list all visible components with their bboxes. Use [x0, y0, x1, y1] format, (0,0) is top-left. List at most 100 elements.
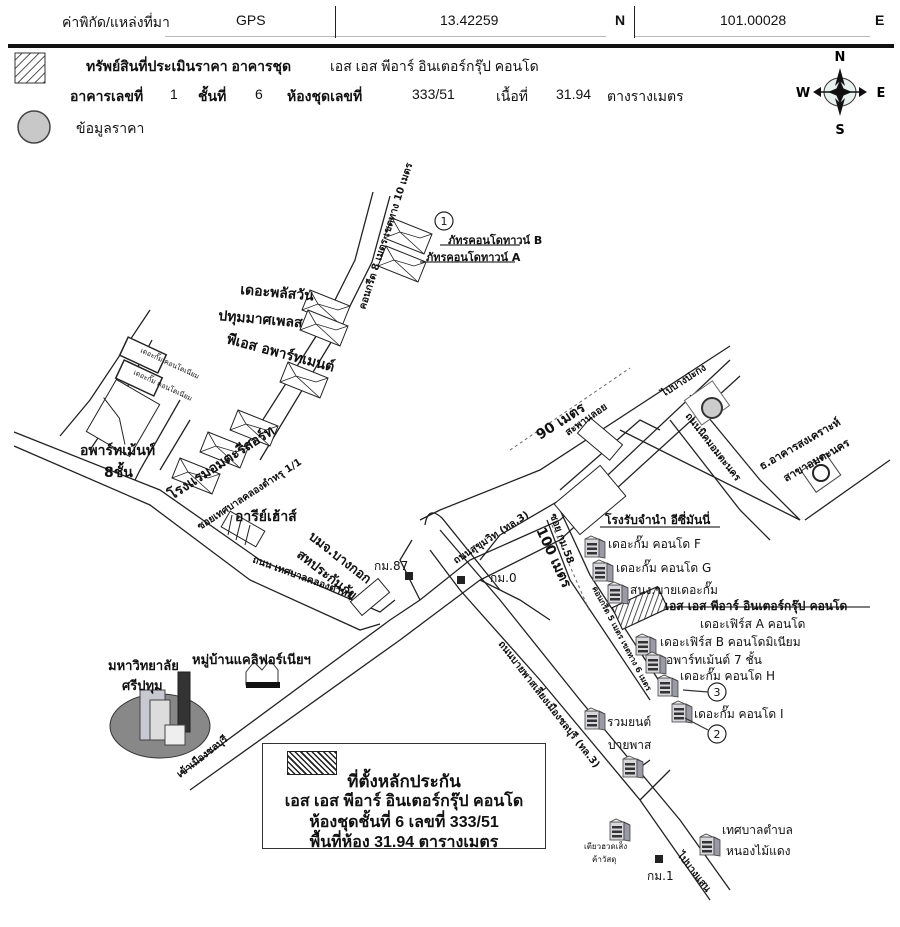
road-slip-b: [479, 579, 551, 621]
gh-bank-icon: [800, 453, 842, 493]
label-first-a: เดอะเฟิร์ส A คอนโด: [700, 617, 805, 631]
road-sukhumvit-loop: [399, 539, 421, 601]
label-ruamyon: รวมยนต์: [607, 715, 651, 729]
road-east-edge: [804, 459, 891, 521]
label-thekum-g: เดอะกั๊ม คอนโด G: [616, 559, 711, 575]
building-icon: [609, 818, 631, 842]
road-tessaban-south: [13, 445, 381, 631]
road-network: [13, 191, 891, 901]
latitude-dir: N: [615, 12, 626, 28]
header-divider: [634, 6, 635, 38]
price-data-legend-icon: [17, 110, 51, 144]
label-univ: มหาวิทยาลัย: [108, 659, 179, 674]
parcels: [220, 417, 627, 617]
label-village: หมู่บ้านแคลิฟอร์เนียฯ: [192, 652, 311, 668]
floor-number: 6: [255, 86, 263, 102]
label-thekum-i: เดอะกั๊ม คอนโด I: [694, 705, 784, 721]
area-unit: ตางรางเมตร: [607, 88, 684, 104]
coordinate-header: ค่าพิกัด/แหล่งที่มา GPS 13.42259 N 101.0…: [0, 0, 900, 42]
label-hardware2: ค้าวัสดุ: [592, 855, 616, 864]
label-km0: กม.0: [490, 571, 517, 585]
floor-label: ชั้นที่: [198, 88, 227, 104]
road-left-d: [159, 419, 191, 471]
subject-name: เอส เอส พีอาร์ อินเตอร์กรุ๊ป คอนโด: [330, 58, 539, 74]
compass-n: N: [835, 50, 846, 65]
label-thekum-f: เดอะกั๊ม คอนโด F: [608, 535, 701, 551]
ref-circle-2: [707, 724, 727, 744]
road-tessaban-north: [13, 431, 396, 613]
university-icon: [109, 671, 211, 759]
building-icon: [584, 707, 606, 731]
bank-icon: [683, 380, 731, 426]
roof-buildings: [85, 217, 433, 495]
label-phatara-b: ภัทรคอนโดทาวน์ B: [448, 233, 542, 247]
label-apt7: อพาร์ทเม้นต์ 7 ชั้น: [666, 651, 762, 667]
area-value: 31.94: [556, 86, 592, 102]
building-number: 1: [170, 86, 178, 102]
label-bypass: บายพาส: [608, 738, 652, 752]
road-east-inner: [619, 429, 801, 521]
label-ref-1: 1: [441, 215, 448, 228]
label-municipal: เทศบาลตำบล: [722, 823, 793, 837]
infobox-title: ที่ตั้งหลักประกัน: [347, 772, 461, 791]
label-phatara-a: ภัทรคอนโดทาวน์ A: [426, 250, 521, 264]
unit-number: 333/51: [412, 86, 455, 102]
lon-underline: [635, 36, 870, 37]
label-ref-3: 3: [714, 686, 721, 699]
infobox-area: พื้นที่ห้อง 31.94 ตารางเมตร: [309, 834, 499, 851]
price-data-label: ข้อมูลราคา: [76, 120, 145, 136]
compass-rose-icon: N S W E: [796, 50, 886, 136]
road-nikhom-east: [689, 394, 801, 521]
road-block-edge: [559, 419, 661, 491]
label-pathum: ปทุมมาศเพลส: [218, 308, 304, 331]
label-first-b: เดอะเฟิร์ส B คอนโดมิเนียม: [660, 635, 801, 649]
road-nikhom-west: [669, 419, 771, 541]
label-km1: กม.1: [647, 869, 674, 883]
label-apt8: อพาร์ทเม้นท์: [80, 442, 155, 459]
coord-source: GPS: [236, 12, 266, 28]
road-soi-km58-west: [546, 519, 651, 701]
road-bypass-spur-b: [639, 769, 671, 801]
infobox-unit: ห้องชุดชั้นที่ 6 เลขที่ 333/51: [309, 814, 499, 831]
label-univ2: ศรีปทุม: [122, 678, 163, 694]
header-rule: [8, 44, 894, 48]
source-underline: [165, 36, 335, 37]
hatch-legend-icon: [14, 52, 46, 84]
dist-90m-arrow: [509, 367, 631, 451]
dist-100m-arrow: [551, 524, 591, 613]
latitude-value: 13.42259: [440, 12, 499, 28]
label-ref-2: 2: [714, 728, 721, 741]
unit-label: ห้องชุดเลขที่: [287, 88, 363, 104]
label-aree: อารีย์เฮ้าส์: [235, 508, 297, 525]
longitude-value: 101.00028: [720, 12, 787, 28]
longitude-dir: E: [875, 12, 885, 28]
label-sales-office: สนง.ขายเดอะกั๊ม: [630, 581, 718, 597]
compass-e: E: [877, 86, 886, 101]
ref-circle-1: [434, 211, 454, 231]
coord-label: ค่าพิกัด/แหล่งที่มา: [62, 14, 170, 30]
label-plus-one: เดอะพลัสวัน: [240, 282, 315, 304]
header-divider: [335, 6, 336, 38]
building-icon: [607, 581, 629, 605]
road-slip-a: [479, 499, 561, 561]
collateral-hatch-icon: [287, 751, 337, 775]
road-left-c: [134, 399, 181, 481]
village-icon: [245, 659, 280, 688]
building-icon: [645, 651, 667, 675]
compass-s: S: [835, 123, 844, 136]
label-subject: เอส เอส พีอาร์ อินเตอร์กรุ๊ป คอนโด: [665, 598, 847, 614]
label-km87: กม.87: [374, 559, 408, 573]
infobox-project: เอส เอส พีอาร์ อินเตอร์กรุ๊ป คอนโด: [284, 793, 524, 810]
road-bypass-east: [439, 529, 731, 891]
road-sukhumvit-north: [419, 345, 731, 521]
km-marker-icons: [405, 572, 663, 863]
building-icon: [622, 755, 644, 779]
label-thekum-h: เดอะกั๊ม คอนโด H: [680, 667, 775, 683]
road-bypass-uturn: [424, 512, 501, 591]
collateral-info-box: ที่ตั้งหลักประกัน เอส เอส พีอาร์ อินเตอร…: [262, 743, 546, 851]
subject-label: ทรัพย์สินที่ประเมินราคา อาคารชุด: [86, 58, 292, 74]
road-bypass-west: [429, 549, 711, 901]
building-icon: [699, 833, 721, 857]
label-pawn: โรงรับจำนำ อีซี่มันนี่: [604, 511, 711, 527]
building-label: อาคารเลขที่: [70, 88, 144, 104]
